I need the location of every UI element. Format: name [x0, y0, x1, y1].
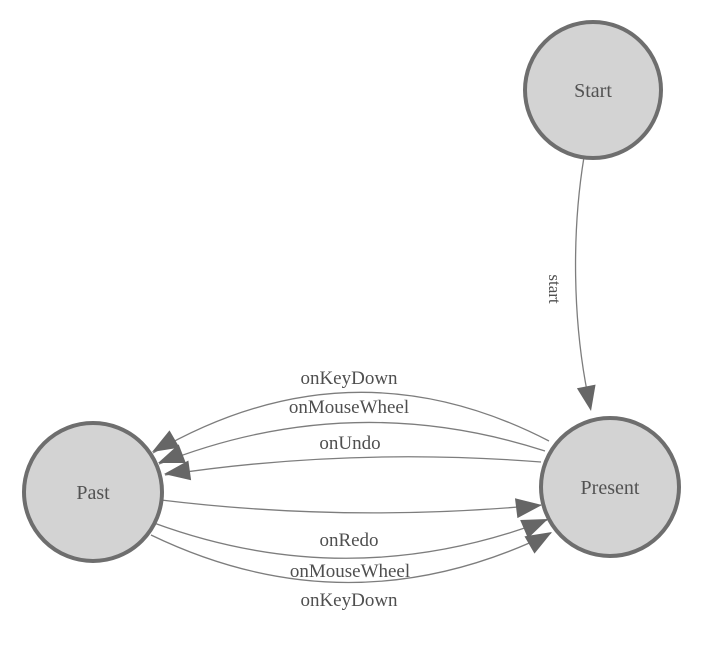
edge-present-to-past-onmousewheel[interactable]	[158, 421, 546, 465]
edge-label-start: start	[545, 274, 564, 304]
edge-label-group: start onKeyDown onMouseWheel onUndo onRe…	[289, 274, 564, 611]
arrowhead-start-icon	[576, 384, 596, 411]
edge-label-onmousewheel-bottom: onMouseWheel	[290, 561, 410, 582]
arrowhead-onredo-to-present-icon	[514, 498, 542, 519]
edge-present-to-past-onundo[interactable]	[164, 456, 542, 476]
node-start[interactable]: Start	[523, 20, 663, 160]
edge-past-to-present-onmousewheel[interactable]	[153, 519, 548, 559]
arrowhead-onmousewheel-to-present-icon	[520, 519, 548, 539]
state-label-past: Past	[76, 482, 110, 504]
edge-present-to-past-onkeydown[interactable]	[152, 391, 550, 454]
arrowhead-group	[152, 384, 596, 554]
arrowhead-onundo-to-past-icon	[164, 460, 192, 481]
edge-label-onkeydown-top: onKeyDown	[300, 368, 398, 389]
edge-label-onkeydown-bottom: onKeyDown	[300, 590, 398, 611]
arrowhead-onmousewheel-to-past-icon	[158, 444, 186, 464]
node-present[interactable]: Present	[539, 416, 681, 558]
arrowhead-onkeydown-to-past-icon	[152, 430, 180, 452]
edge-start-to-present[interactable]	[574, 156, 590, 402]
state-circle-start[interactable]	[523, 20, 663, 160]
edge-label-onmousewheel-top: onMouseWheel	[289, 397, 409, 418]
arrowhead-onkeydown-to-present-icon	[524, 532, 552, 554]
state-circle-past[interactable]	[22, 421, 164, 563]
node-past[interactable]: Past	[22, 421, 164, 563]
state-circle-present[interactable]	[539, 416, 681, 558]
state-label-present: Present	[581, 477, 640, 499]
edge-past-to-present-onkeydown[interactable]	[150, 532, 552, 584]
edge-past-to-present-onredo[interactable]	[160, 499, 542, 514]
edge-label-onundo: onUndo	[319, 433, 380, 454]
state-label-start: Start	[574, 80, 612, 102]
edge-group	[150, 156, 590, 584]
edge-label-onredo: onRedo	[319, 530, 378, 551]
